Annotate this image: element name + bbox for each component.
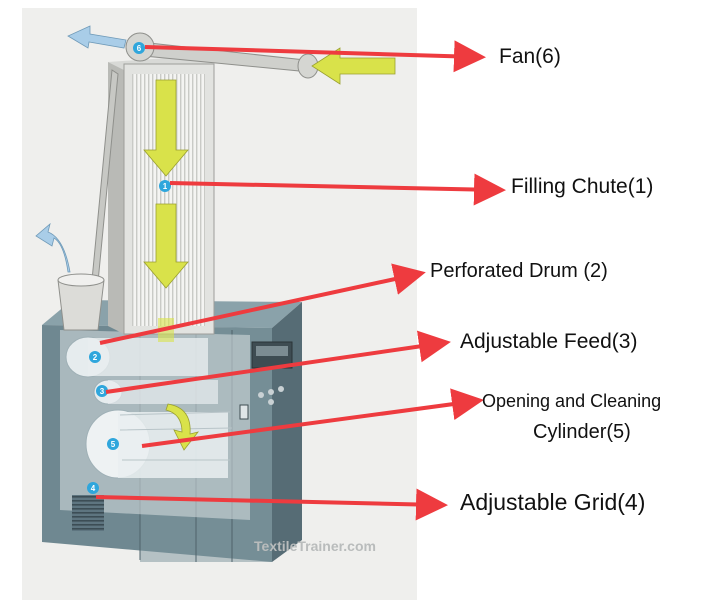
watermark: TextileTrainer.com <box>254 538 376 554</box>
svg-text:5: 5 <box>111 440 116 449</box>
arrow-adjustable-grid <box>95 488 448 521</box>
arrow-opening-cleaning <box>141 388 484 448</box>
filling-chute <box>108 56 215 342</box>
label-opening-cleaning-line2: Cylinder(5) <box>533 421 631 443</box>
arrow-perforated-drum <box>99 263 426 345</box>
badge-5: 5 <box>107 438 119 450</box>
svg-text:3: 3 <box>100 387 105 396</box>
arrow-fan <box>144 40 486 73</box>
label-perforated-drum: Perforated Drum (2) <box>430 260 608 282</box>
svg-text:6: 6 <box>137 44 142 53</box>
svg-text:4: 4 <box>91 484 96 493</box>
badge-4: 4 <box>87 482 99 494</box>
badge-6: 6 <box>133 42 145 54</box>
left-duct <box>35 69 119 331</box>
label-adjustable-feed: Adjustable Feed(3) <box>460 330 638 353</box>
label-fan: Fan(6) <box>499 45 561 68</box>
label-adjustable-grid: Adjustable Grid(4) <box>460 489 646 515</box>
label-filling-chute: Filling Chute(1) <box>511 175 654 198</box>
badge-2: 2 <box>89 351 101 363</box>
callout-arrows <box>95 40 506 521</box>
label-opening-cleaning-line1: Opening and Cleaning <box>482 391 662 411</box>
svg-text:2: 2 <box>93 353 98 362</box>
arrow-adjustable-feed <box>105 330 451 394</box>
svg-text:1: 1 <box>163 182 168 191</box>
arrow-filling-chute <box>169 173 506 206</box>
badge-3: 3 <box>96 385 108 397</box>
badge-1: 1 <box>159 180 171 192</box>
